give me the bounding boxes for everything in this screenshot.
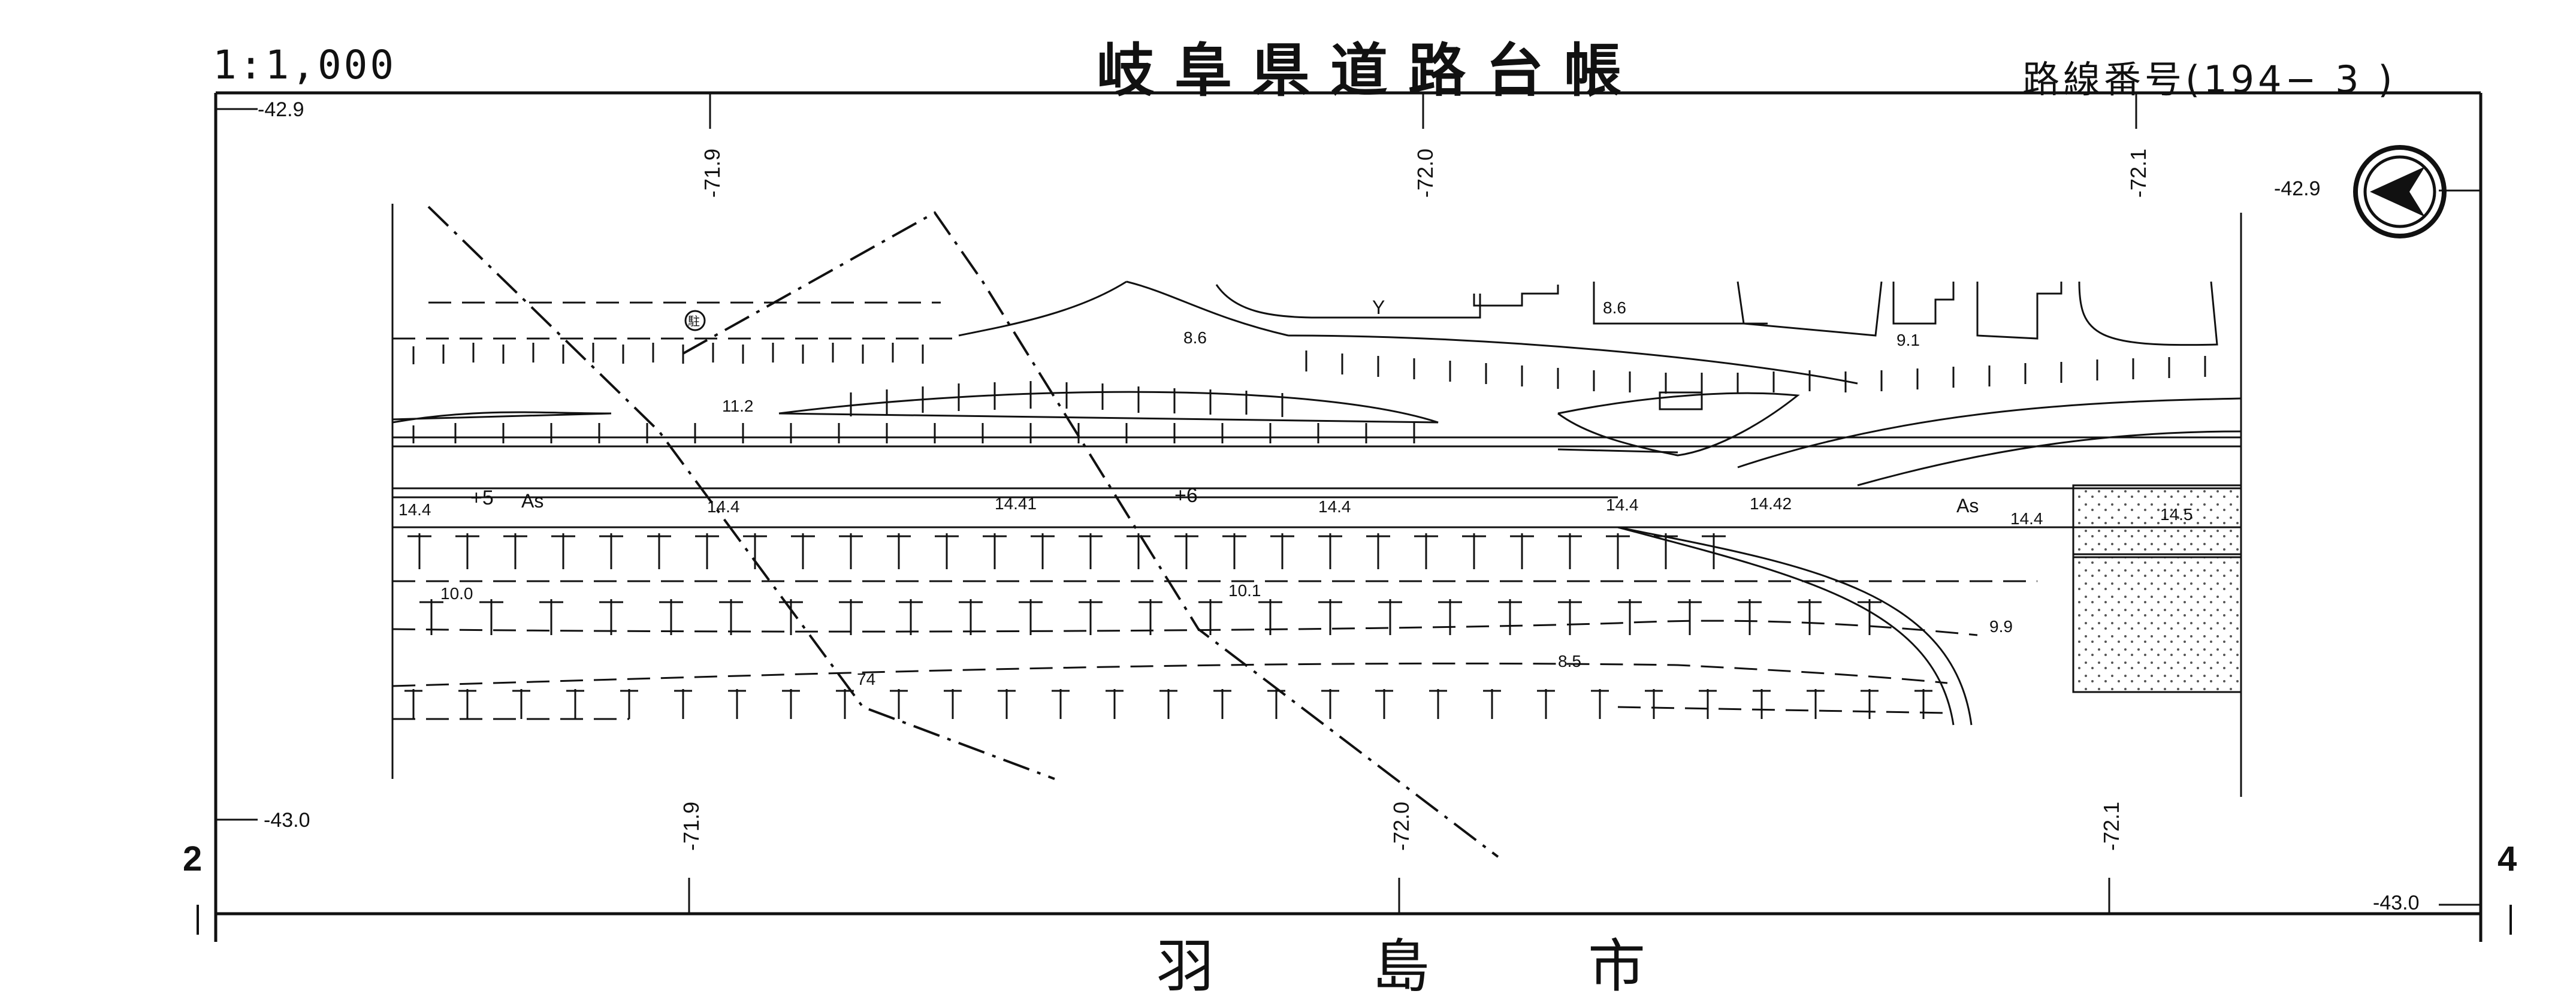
boundary-lines — [427, 206, 1499, 858]
grid-label-x-top-2: -72.0 — [1413, 148, 1438, 198]
grid-label-x-top-1: -71.9 — [700, 148, 724, 198]
grid-label-bottom-left: -43.0 — [264, 809, 310, 832]
elevation-label: 9.1 — [1896, 331, 1920, 349]
grid-label-x-bottom-2: -72.0 — [1389, 801, 1414, 851]
grid-label-top-right: -42.9 — [2274, 177, 2321, 200]
building-outlines — [1215, 281, 2242, 693]
adjacent-sheet-left: 2 — [183, 839, 203, 878]
station-circle — [684, 310, 706, 331]
station-symbol: 駐 — [688, 315, 700, 328]
station-label-6: +6 — [1174, 484, 1198, 507]
road-ledger-map — [197, 91, 2512, 942]
north-arrow-compass-icon — [2353, 145, 2447, 238]
map-scale: 1:1,000 — [213, 42, 397, 88]
sheet-title: 岐阜県道路台帳 — [1097, 37, 1642, 104]
elevation-label: 14.4 — [398, 500, 431, 519]
elevation-label: 14.5 — [2160, 505, 2193, 524]
route-number: 路線番号(194− 3 ) — [2022, 58, 2396, 101]
grid-label-bottom-right: -43.0 — [2373, 892, 2420, 914]
sheet-frame — [197, 91, 2512, 942]
slope-symbols — [404, 343, 2206, 719]
elevation-label: 14.42 — [1750, 494, 1792, 513]
elevation-label: 10.1 — [1228, 581, 1261, 600]
grid-label-top-left: -42.9 — [258, 98, 304, 121]
grid-ticks — [216, 93, 2481, 914]
elevation-label: 14.4 — [2010, 509, 2043, 528]
town-name-char-2: 島 — [1372, 933, 1430, 1000]
elevation-label: 14.4 — [707, 497, 740, 516]
elevation-label: 8.5 — [1558, 652, 1581, 670]
grid-label-x-bottom-1: -71.9 — [679, 801, 703, 851]
elevation-label: 14.4 — [1318, 497, 1351, 516]
station-label-5: +5 — [470, 487, 494, 509]
adjacent-sheet-right: 4 — [2498, 839, 2517, 878]
dashed-lines — [392, 301, 2037, 720]
grid-label-x-top-3: -72.1 — [2126, 148, 2151, 198]
elevation-label: 74 — [857, 670, 876, 688]
elevation-label: 14.4 — [1606, 496, 1639, 514]
surface-label-left: As — [521, 490, 544, 512]
elevation-label: 8.6 — [1603, 298, 1626, 317]
town-name-char-3: 市 — [1588, 933, 1645, 1000]
town-name-char-1: 羽 — [1156, 933, 1214, 1000]
elevation-label: 8.6 — [1183, 328, 1207, 347]
elevation-label: 10.0 — [440, 584, 473, 603]
elevation-label: 11.2 — [722, 397, 754, 415]
elevation-label: 9.9 — [1989, 617, 2013, 636]
elevation-label: 14.41 — [995, 494, 1037, 513]
grid-label-x-bottom-3: -72.1 — [2099, 801, 2124, 851]
y-symbol: Y — [1372, 297, 1385, 318]
surface-label-right: As — [1956, 495, 1979, 516]
